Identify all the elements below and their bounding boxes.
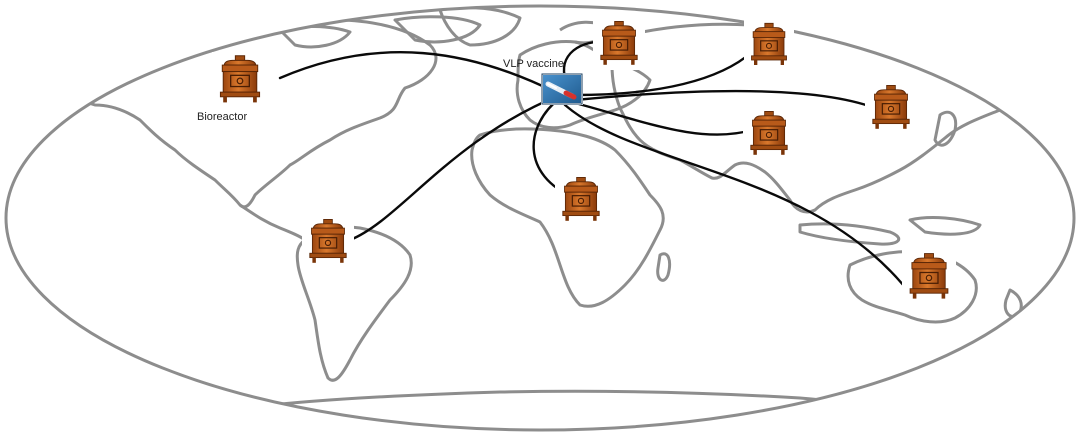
route-east-asia — [573, 89, 882, 112]
indonesia-outline — [798, 222, 901, 246]
bioreactor-icon — [554, 174, 608, 226]
route-north-america — [278, 51, 557, 94]
bioreactor-icon — [743, 20, 795, 70]
bioreactor-icon — [864, 82, 918, 134]
bioreactor-label: Bioreactor — [197, 111, 248, 123]
bioreactor-icon — [742, 108, 796, 160]
madagascar-outline — [656, 252, 672, 282]
map-frame — [4, 4, 1076, 432]
route-lines — [278, 40, 917, 302]
bioreactor-icon — [592, 18, 646, 70]
central-america-outline — [239, 203, 306, 242]
vaccine-vial-icon — [541, 73, 583, 105]
route-south-asia — [573, 101, 754, 136]
bioreactor-icon — [301, 216, 355, 268]
route-australia — [563, 103, 917, 302]
africa-outline — [470, 127, 665, 308]
route-south-america — [348, 93, 562, 242]
south-america-outline — [295, 225, 413, 382]
greenland-outline — [438, 6, 522, 47]
route-russia — [573, 50, 754, 97]
europe-outline — [515, 40, 652, 130]
bioreactor-icon — [901, 250, 957, 304]
vlp-vaccine-label: VLP vaccine — [503, 58, 564, 70]
japan-outline — [933, 110, 958, 147]
bioreactor-icon — [212, 52, 268, 108]
